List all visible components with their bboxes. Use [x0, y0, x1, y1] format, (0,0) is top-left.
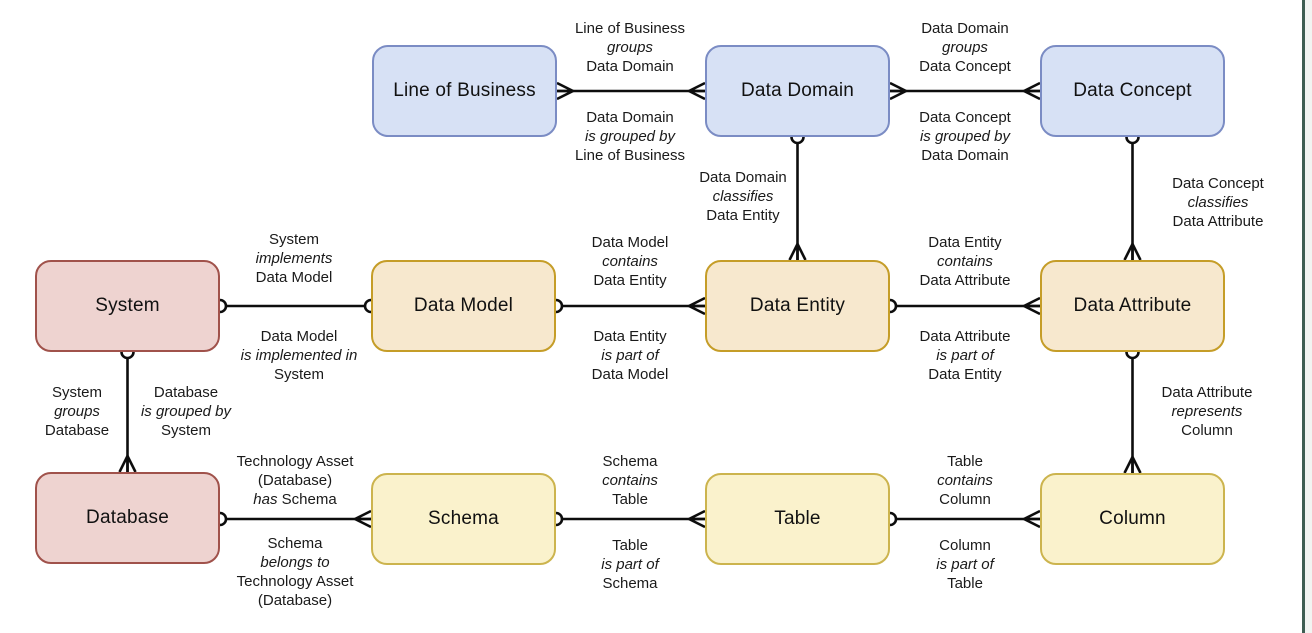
entity-box-data-entity[interactable]: Data Entity [705, 260, 890, 352]
entity-box-table[interactable]: Table [705, 473, 890, 565]
entity-label: Line of Business [393, 80, 536, 101]
rel-label-column-part-of-table: Column is part of Table [936, 537, 994, 592]
rel-label-schema-contains-table: Schema contains Table [602, 453, 658, 508]
rel-label-database-grouped-by-system: Database is grouped by System [140, 384, 232, 439]
rel-label-schema-belongs-to-database: Schema belongs to Technology Asset (Data… [236, 535, 354, 609]
connector-dataentity-dataattribute [882, 296, 1041, 316]
connector-table-column [882, 509, 1041, 529]
rel-label-database-has-schema: Technology Asset (Database) has Schema [236, 453, 354, 508]
rel-label-data-domain-groups-data-concept: Data Domain groups Data Concept [919, 20, 1011, 75]
entity-box-system[interactable]: System [35, 260, 220, 352]
entity-label: Data Attribute [1073, 295, 1192, 316]
rel-label-data-domain-grouped-by-lob: Data Domain is grouped by Line of Busine… [574, 109, 686, 164]
entity-box-data-model[interactable]: Data Model [371, 260, 556, 352]
rel-label-system-groups-database: System groups Database [44, 384, 110, 439]
connector-lob-datadomain [556, 81, 706, 101]
connector-system-datamodel [212, 298, 379, 314]
connector-datadomain-dataentity [788, 129, 807, 261]
connector-database-schema [212, 509, 372, 529]
rel-label-data-attribute-part-of-data-entity: Data Attribute is part of Data Entity [919, 328, 1011, 383]
rel-label-data-domain-classifies-data-entity: Data Domain classifies Data Entity [699, 169, 787, 224]
entity-box-schema[interactable]: Schema [371, 473, 556, 565]
entity-box-column[interactable]: Column [1040, 473, 1225, 565]
entity-label: Table [774, 508, 821, 529]
entity-label: System [95, 295, 160, 316]
rel-label-data-concept-classifies-data-attribute: Data Concept classifies Data Attribute [1172, 175, 1264, 230]
entity-box-data-attribute[interactable]: Data Attribute [1040, 260, 1225, 352]
connector-dataattribute-column [1123, 344, 1142, 474]
entity-label: Database [86, 507, 169, 528]
entity-label: Data Entity [749, 295, 846, 316]
rel-label-table-part-of-schema: Table is part of Schema [601, 537, 659, 592]
rel-label-system-implements-data-model: System implements Data Model [255, 231, 333, 286]
entity-label: Schema [428, 508, 499, 529]
entity-box-line-of-business[interactable]: Line of Business [372, 45, 557, 137]
rel-label-data-entity-contains-data-attribute: Data Entity contains Data Attribute [919, 234, 1011, 289]
entity-label: Data Domain [740, 80, 855, 101]
rel-label-table-contains-column: Table contains Column [937, 453, 993, 508]
entity-label: Data Concept [1073, 80, 1192, 101]
entity-box-database[interactable]: Database [35, 472, 220, 564]
entity-box-data-concept[interactable]: Data Concept [1040, 45, 1225, 137]
connector-schema-table [548, 509, 706, 529]
rel-label-data-concept-grouped-by-data-domain: Data Concept is grouped by Data Domain [919, 109, 1011, 164]
rel-label-lob-groups-data-domain: Line of Business groups Data Domain [574, 20, 686, 75]
entity-box-data-domain[interactable]: Data Domain [705, 45, 890, 137]
window-edge-line [1302, 0, 1305, 633]
connector-dataconcept-dataattribute [1123, 129, 1142, 261]
rel-label-data-entity-part-of-data-model: Data Entity is part of Data Model [591, 328, 669, 383]
connector-datadomain-dataconcept [889, 81, 1041, 101]
connector-system-database [118, 344, 137, 473]
rel-label-data-model-contains-data-entity: Data Model contains Data Entity [591, 234, 669, 289]
rel-label-data-attribute-represents-column: Data Attribute represents Column [1161, 384, 1253, 439]
rel-label-data-model-implemented-in-system: Data Model is implemented in System [240, 328, 358, 383]
entity-label: Column [1099, 508, 1166, 529]
window-edge-gutter [1305, 0, 1312, 633]
entity-label: Data Model [413, 295, 514, 316]
connector-datamodel-dataentity [548, 296, 706, 316]
